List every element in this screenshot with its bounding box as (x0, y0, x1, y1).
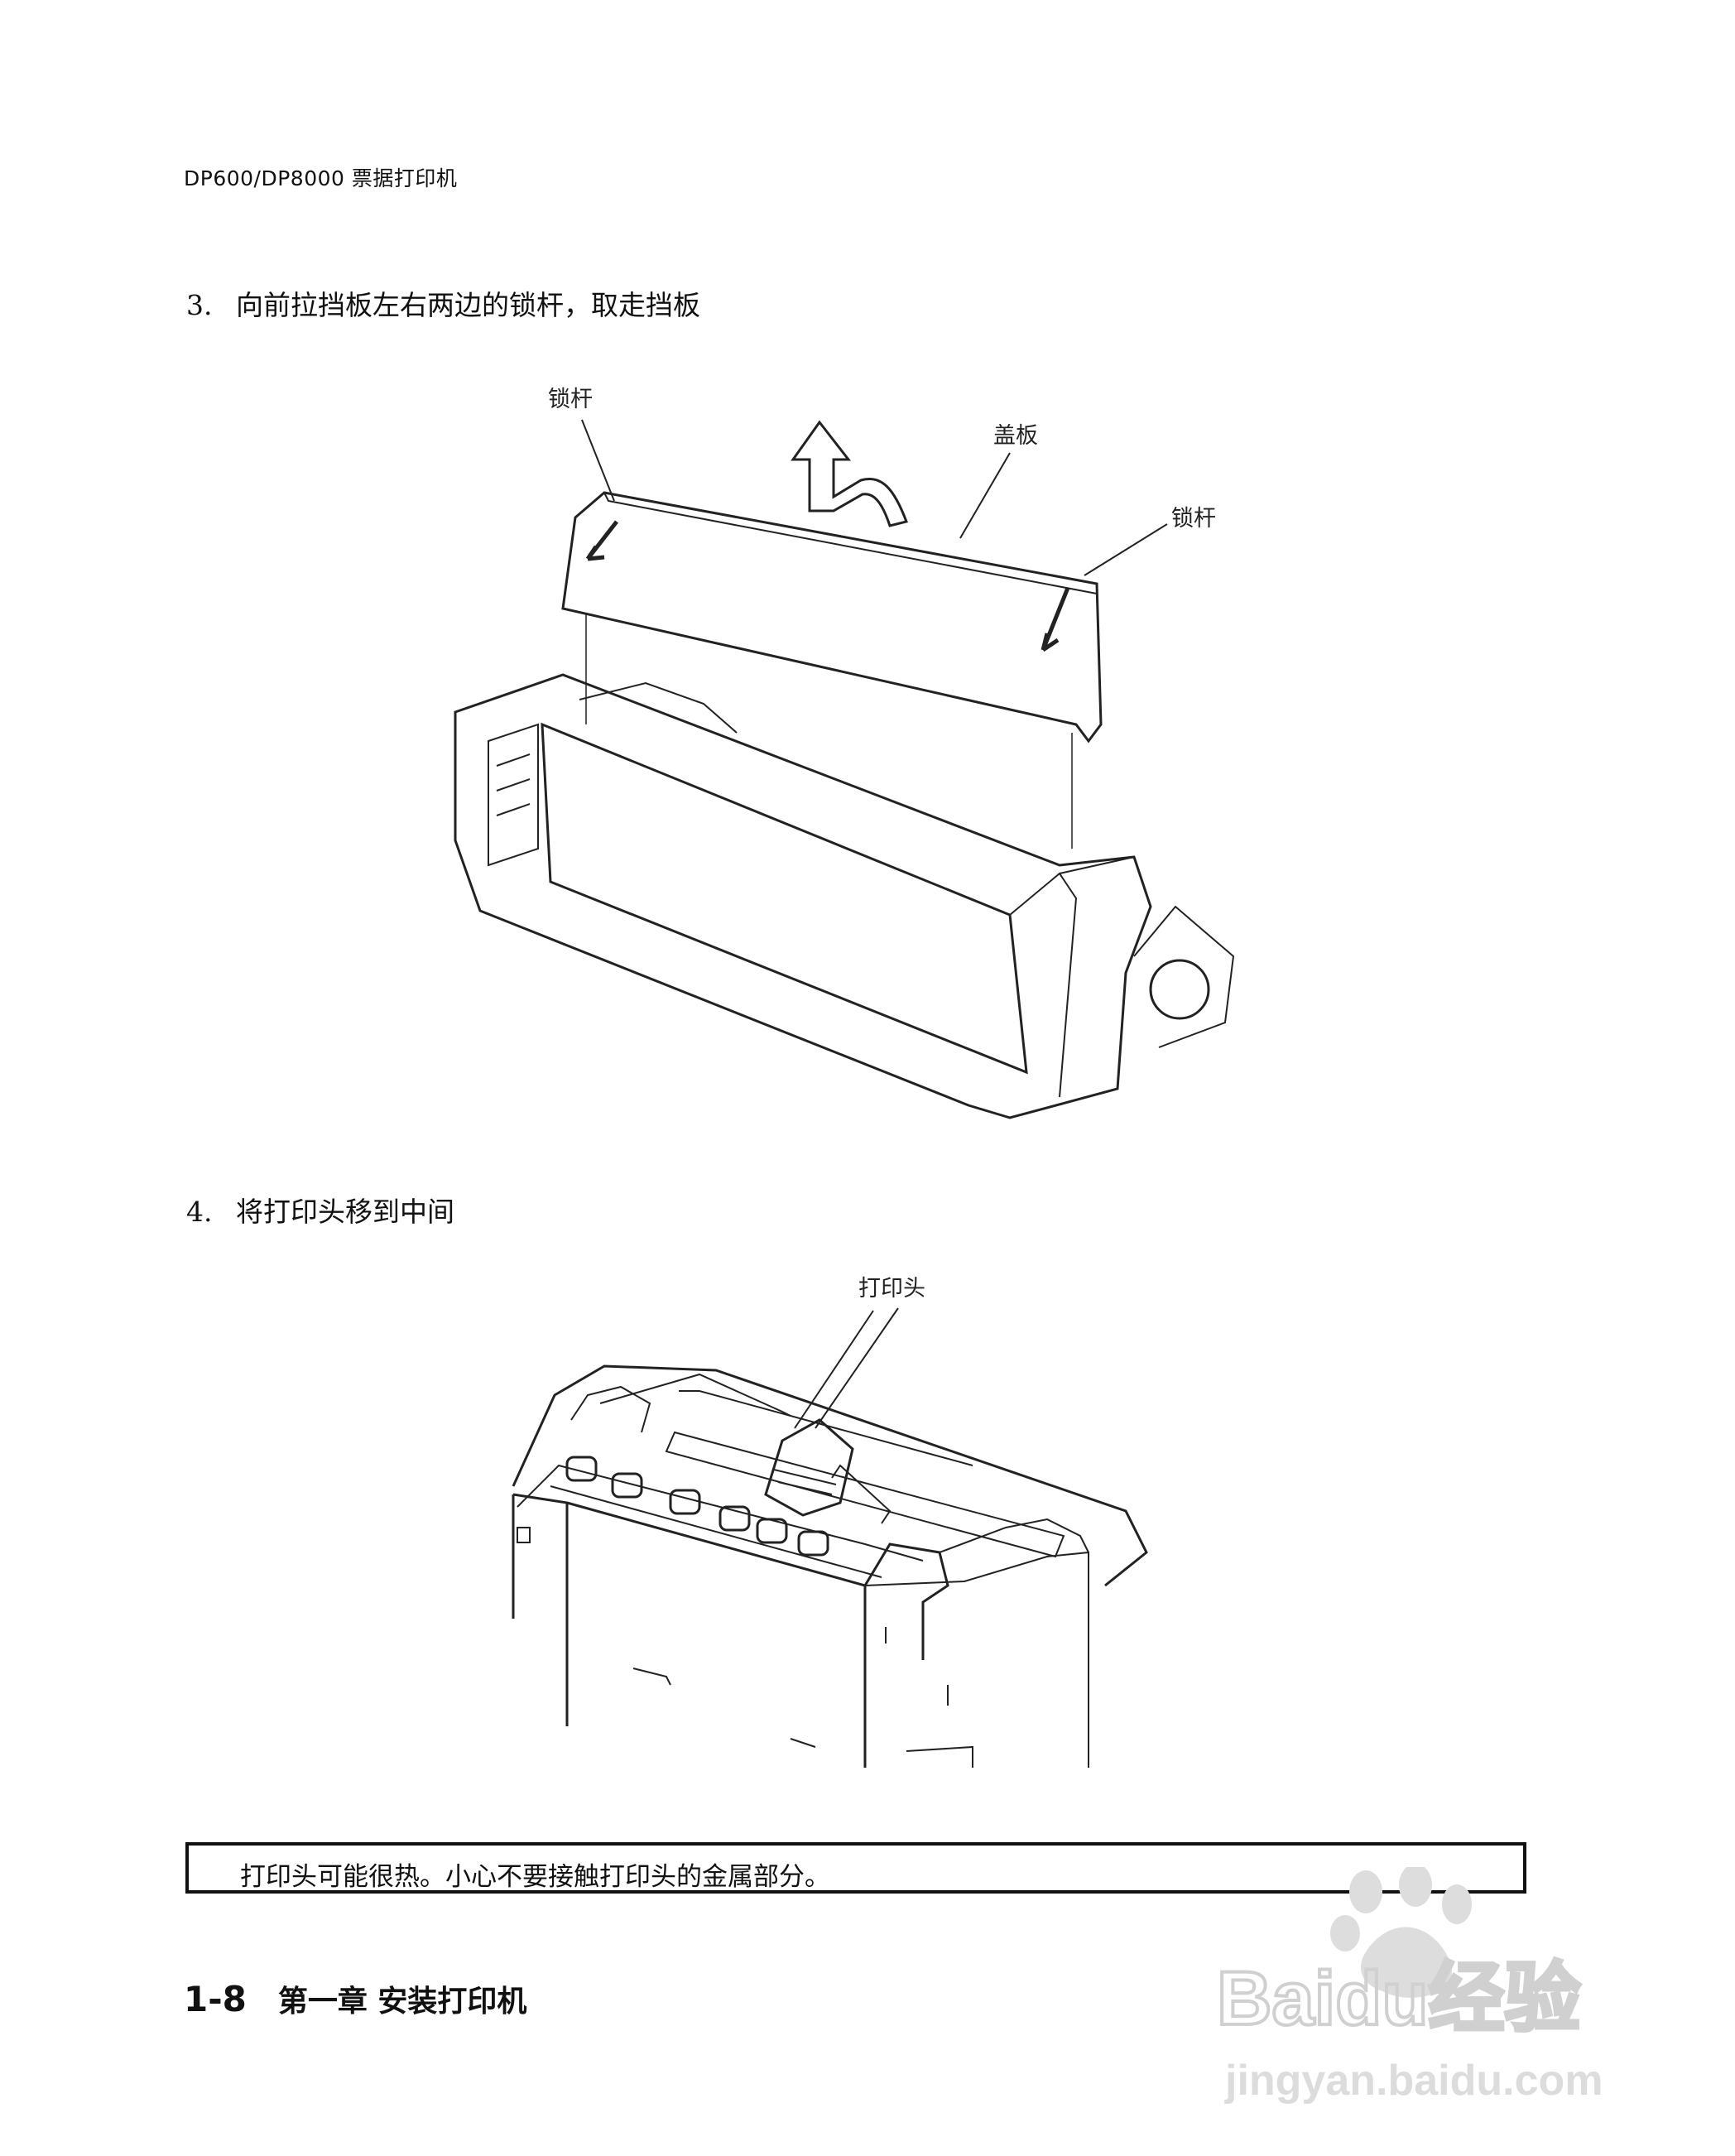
step-text: 向前拉挡板左右两边的锁杆，取走挡板 (236, 289, 700, 321)
platen-knob (1149, 959, 1210, 1020)
figure-print-head: 打印头 (512, 1276, 1148, 1768)
watermark-url: jingyan.baidu.com (1224, 2057, 1603, 2105)
lever-arrow-left-icon (585, 520, 618, 561)
label-cover: 盖板 (993, 423, 1038, 449)
page-number: 1-8 (184, 1979, 247, 2019)
cover-plate (561, 491, 1103, 744)
print-head (764, 1418, 854, 1517)
paper-rollers (565, 1456, 829, 1557)
figure-remove-cover: 锁杆 盖板 锁杆 (454, 387, 1235, 1119)
lever-arrow-right-icon (1041, 587, 1070, 652)
step-number: 4. (186, 1196, 213, 1228)
step-text: 将打印头移到中间 (236, 1196, 454, 1228)
label-lever-right: 锁杆 (1171, 506, 1216, 532)
warning-note: 打印头可能很热。小心不要接触打印头的金属部分。 (185, 1842, 1526, 1894)
step-3: 3. 向前拉挡板左右两边的锁杆，取走挡板 (186, 283, 700, 323)
step-number: 3. (186, 289, 213, 321)
label-lever-left: 锁杆 (548, 387, 593, 412)
printer-body (454, 673, 1152, 1119)
running-header: DP600/DP8000 票据打印机 (184, 166, 458, 190)
label-print-head: 打印头 (858, 1276, 925, 1302)
page-footer: 1-8 第一章 安装打印机 (184, 1977, 526, 2020)
lift-arrow-icon (791, 420, 908, 527)
chapter-title: 第一章 安装打印机 (277, 1985, 527, 2019)
step-4: 4. 将打印头移到中间 (186, 1190, 454, 1230)
watermark-brand: Baidu经验 (1217, 1956, 1581, 2041)
baidu-watermark-logo: Baidu经验 jingyan.baidu.com (1215, 1867, 1603, 2105)
